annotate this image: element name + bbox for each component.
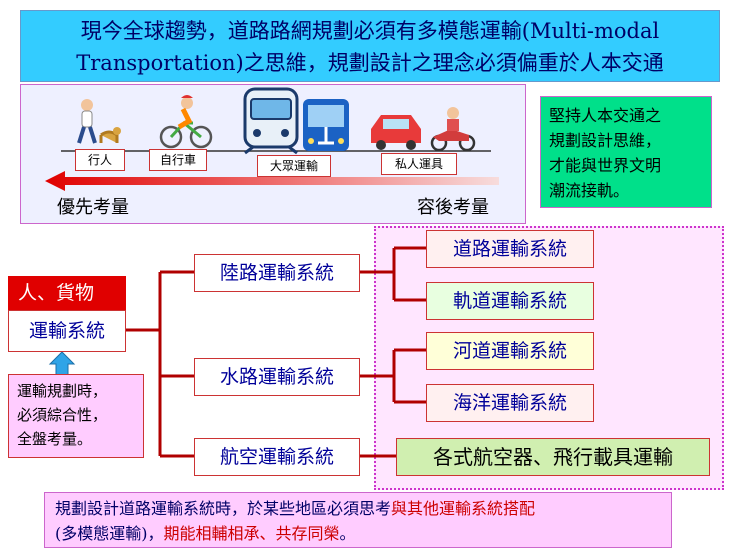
title-banner: 現今全球趨勢，道路路網規劃必須有多模態運輸(Multi-modal Transp… <box>20 10 720 82</box>
footer-text-1: 規劃設計道路運輸系統時，於某些地區必須思考 <box>55 499 392 518</box>
bus-icon <box>303 99 349 151</box>
mode-label-transit: 大眾運輸 <box>257 155 331 177</box>
planning-note: 運輸規劃時， 必須綜合性， 全盤考量。 <box>8 374 144 458</box>
mode-label-walk: 行人 <box>75 149 125 171</box>
banner-line-1: 現今全球趨勢，道路路網規劃必須有多模態運輸(Multi-modal <box>80 19 660 43</box>
priority-arrow <box>45 171 499 191</box>
cyclist-icon <box>159 95 213 149</box>
root-people-goods: 人、貨物 <box>8 276 126 310</box>
mode-label-bike: 自行車 <box>149 149 207 171</box>
people-centered-note: 堅持人本交通之 規劃設計思維， 才能與世界文明 潮流接軌。 <box>540 96 712 208</box>
side-note-line-2: 規劃設計思維， <box>549 131 662 150</box>
planning-note-line-1: 運輸規劃時， <box>17 382 108 400</box>
river-transport-system: 河道運輸系統 <box>426 332 594 370</box>
footer-note: 規劃設計道路運輸系統時，於某些地區必須思考與其他運輸系統搭配 (多模態運輸)，期… <box>44 492 672 548</box>
priority-high-label: 優先考量 <box>57 197 129 218</box>
planning-note-line-2: 必須綜合性， <box>17 406 108 424</box>
rail-transport-system: 軌道運輸系統 <box>426 282 594 320</box>
mode-label-private: 私人運具 <box>381 153 457 175</box>
mode-priority-panel: 行人 自行車 大眾運輸 私人運具 優先考量 容後考量 <box>20 84 526 224</box>
root-transport-system: 運輸系統 <box>8 310 126 352</box>
land-transport-system: 陸路運輸系統 <box>194 254 360 292</box>
aircraft-transport-system: 各式航空器、飛行載具運輸 <box>396 438 710 476</box>
ocean-transport-system: 海洋運輸系統 <box>426 384 594 422</box>
priority-low-label: 容後考量 <box>417 197 489 218</box>
footer-text-3: (多模態運輸)， <box>55 524 164 543</box>
footer-text-4: 期能相輔相承、共存同榮 <box>163 524 340 543</box>
planning-note-line-3: 全盤考量。 <box>17 430 93 448</box>
air-transport-system: 航空運輸系統 <box>194 438 360 476</box>
scooter-icon <box>430 107 476 152</box>
car-icon <box>371 115 421 150</box>
pedestrian-icon <box>77 99 121 144</box>
train-icon <box>243 87 299 155</box>
footer-text-2: 與其他運輸系統搭配 <box>391 499 536 518</box>
water-transport-system: 水路運輸系統 <box>194 358 360 396</box>
road-transport-system: 道路運輸系統 <box>426 230 594 268</box>
mode-illustrations <box>45 87 499 191</box>
side-note-line-1: 堅持人本交通之 <box>549 106 662 125</box>
banner-line-2: Transportation)之思維，規劃設計之理念必須偏重於人本交通 <box>76 51 664 75</box>
side-note-line-4: 潮流接軌。 <box>549 181 630 200</box>
footer-text-5: 。 <box>339 524 356 543</box>
side-note-line-3: 才能與世界文明 <box>549 156 662 175</box>
